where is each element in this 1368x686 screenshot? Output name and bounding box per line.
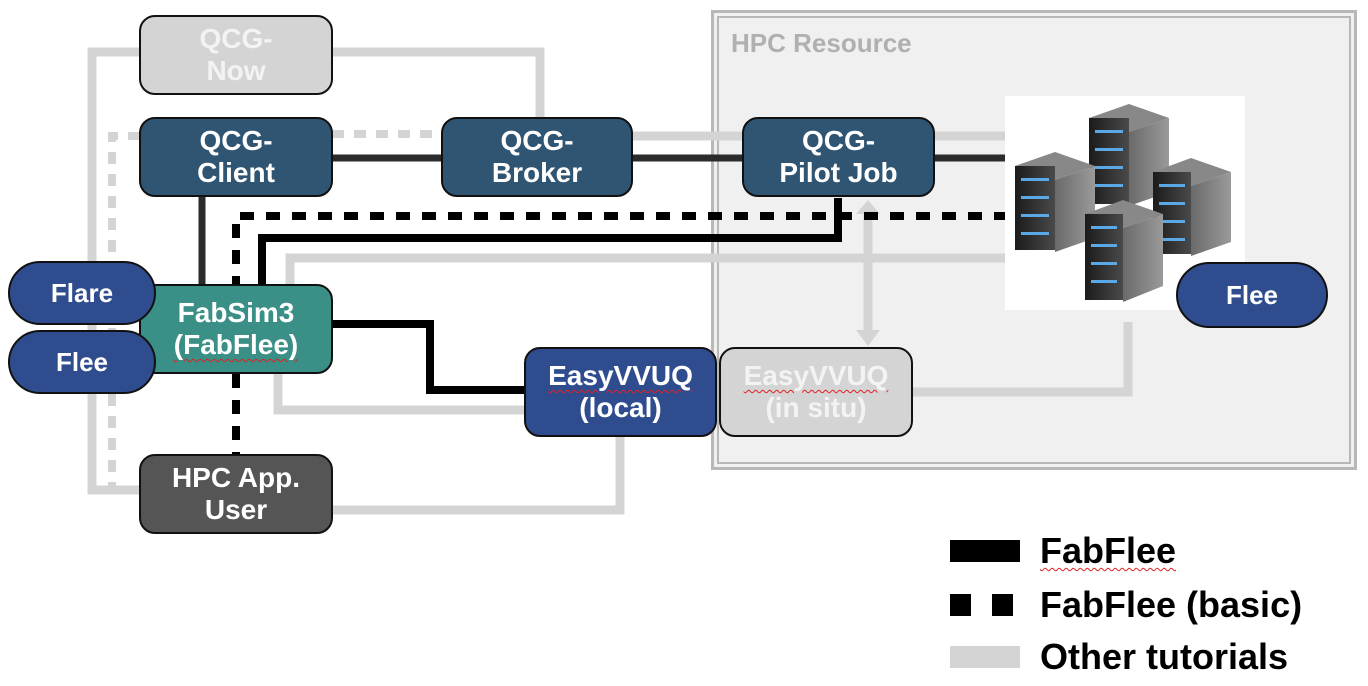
node-fabsim3-line1: FabSim3 — [177, 296, 295, 328]
pill-flee-right: Flee — [1176, 262, 1328, 328]
node-qcg-broker: QCG- Broker — [441, 117, 633, 197]
link-fabsim-servers-light — [273, 372, 525, 415]
legend-swatch-solid — [950, 540, 1020, 562]
hpc-resource-label: HPC Resource — [731, 28, 912, 58]
node-qcg-now-line1: QCG- — [199, 22, 273, 54]
link-fabsim-servers-dashed — [232, 212, 1010, 290]
node-qcg-client: QCG- Client — [139, 117, 333, 197]
link-fabsim-pilot — [258, 198, 842, 290]
node-hpc-app-user-line1: HPC App. — [171, 461, 301, 493]
legend-item-other-tutorials: Other tutorials — [950, 636, 1288, 678]
node-qcg-pilot-job-line2: Pilot Job — [779, 157, 898, 188]
server-rack-2 — [1015, 152, 1095, 252]
node-easyvvuq-local-line1: EasyVVUQ — [548, 359, 693, 391]
legend-item-fabflee-basic: FabFlee (basic) — [950, 584, 1302, 626]
node-easyvvuq-insitu-line2: (in situ) — [765, 392, 867, 423]
pill-flare: Flare — [8, 261, 156, 325]
node-qcg-client-line1: QCG- — [199, 124, 273, 156]
arrow-up-head — [856, 200, 880, 214]
node-hpc-app-user-line2: User — [204, 494, 268, 525]
node-qcg-now: QCG- Now — [139, 15, 333, 95]
link-now-broker — [332, 47, 545, 118]
node-qcg-client-line2: Client — [197, 157, 275, 188]
node-fabsim3-line2: (FabFlee) — [173, 329, 299, 360]
node-easyvvuq-insitu-line1: EasyVVUQ — [743, 359, 889, 391]
link-insitu-flee — [912, 322, 1133, 397]
node-qcg-broker-line2: Broker — [491, 157, 583, 188]
server-rack-4 — [1085, 200, 1163, 302]
link-fabsim-easyvvuq — [332, 320, 525, 394]
node-easyvvuq-local: EasyVVUQ (local) — [524, 347, 717, 437]
arrow-down-head — [856, 330, 880, 346]
link-user-easyvvuq — [332, 436, 625, 515]
node-qcg-pilot-job: QCG- Pilot Job — [742, 117, 935, 197]
server-rack-cluster-icon — [1005, 96, 1245, 310]
node-fabsim3: FabSim3 (FabFlee) — [139, 284, 333, 374]
legend-item-fabflee: FabFlee — [950, 530, 1176, 572]
server-rack-3 — [1153, 158, 1231, 256]
node-qcg-broker-line1: QCG- — [500, 124, 574, 156]
pill-flee-left: Flee — [8, 330, 156, 394]
node-qcg-pilot-job-line1: QCG- — [801, 124, 876, 156]
node-qcg-now-line2: Now — [206, 55, 266, 86]
legend-label-other-tutorials: Other tutorials — [1040, 636, 1289, 677]
link-fabsim-top-light — [285, 253, 1010, 290]
node-easyvvuq-local-line2: (local) — [579, 392, 662, 423]
legend-swatch-dashed — [950, 594, 1020, 616]
legend-label-fabflee: FabFlee — [1040, 530, 1177, 571]
legend-label-fabflee-basic: FabFlee (basic) — [1040, 584, 1303, 625]
node-easyvvuq-insitu: EasyVVUQ (in situ) — [719, 347, 913, 437]
legend-swatch-light — [950, 646, 1020, 668]
node-hpc-app-user: HPC App. User — [139, 454, 333, 534]
